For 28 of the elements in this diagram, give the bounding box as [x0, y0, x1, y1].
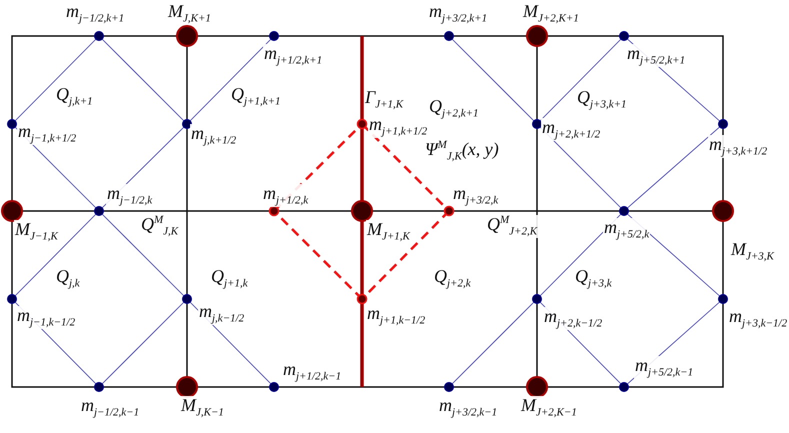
- math-label: Q$_{j+1,k}$: [210, 267, 249, 290]
- math-label: m$_{j+5/2,k+1}$: [626, 44, 686, 67]
- math-label: Q$_{j+1,k+1}$: [230, 85, 282, 108]
- math-label: m$_{j+1/2,k+1}$: [263, 44, 324, 67]
- math-label: Q$_{j+2,k+1}$: [428, 97, 480, 120]
- math-label: Q$_{j+3,k+1}$: [576, 88, 628, 111]
- math-label: m$_{j+3,k+1/2}$: [708, 135, 768, 158]
- math-label: Q$_{j,k+1}$: [55, 85, 94, 108]
- math-label: M$_{J+2,K+1}$: [522, 2, 580, 25]
- math-label: M$_{J−1,K}$: [14, 220, 59, 243]
- math-label: Q$_{j+2,k}$: [433, 267, 472, 290]
- math-label: M$_{J+1,K}$: [366, 220, 411, 243]
- math-label: m$_{j+2,k+1/2}$: [541, 118, 602, 141]
- math-label: Q$_{j,k}$: [55, 267, 81, 290]
- math-label: M$_{J,K−1}$: [180, 396, 225, 419]
- math-label: m$_{j−1/2,k}$: [106, 184, 154, 207]
- math-label: Γ$_{J+1,K}$: [364, 88, 404, 111]
- math-label: Q$_{j+3,k}$: [574, 267, 613, 290]
- math-label: M$_{J+2,K−1}$: [520, 396, 578, 419]
- math-label: m$_{j,k+1/2}$: [190, 124, 238, 147]
- math-label: m$_{j+5/2,k}$: [603, 218, 650, 241]
- math-label: M$_{J,K+1}$: [167, 2, 212, 25]
- math-label: m$_{j+1/2,k}$: [262, 184, 310, 207]
- math-label: m$_{j−1,k−1/2}$: [16, 306, 76, 329]
- math-label: Ψ$^{M}$$_{J,K}$(x, y): [424, 140, 500, 163]
- math-label: m$_{j+2,k−1/2}$: [543, 307, 604, 330]
- math-label: m$_{j+5/2,k−1}$: [634, 356, 694, 379]
- math-label: M$_{J+3,K}$: [730, 240, 775, 263]
